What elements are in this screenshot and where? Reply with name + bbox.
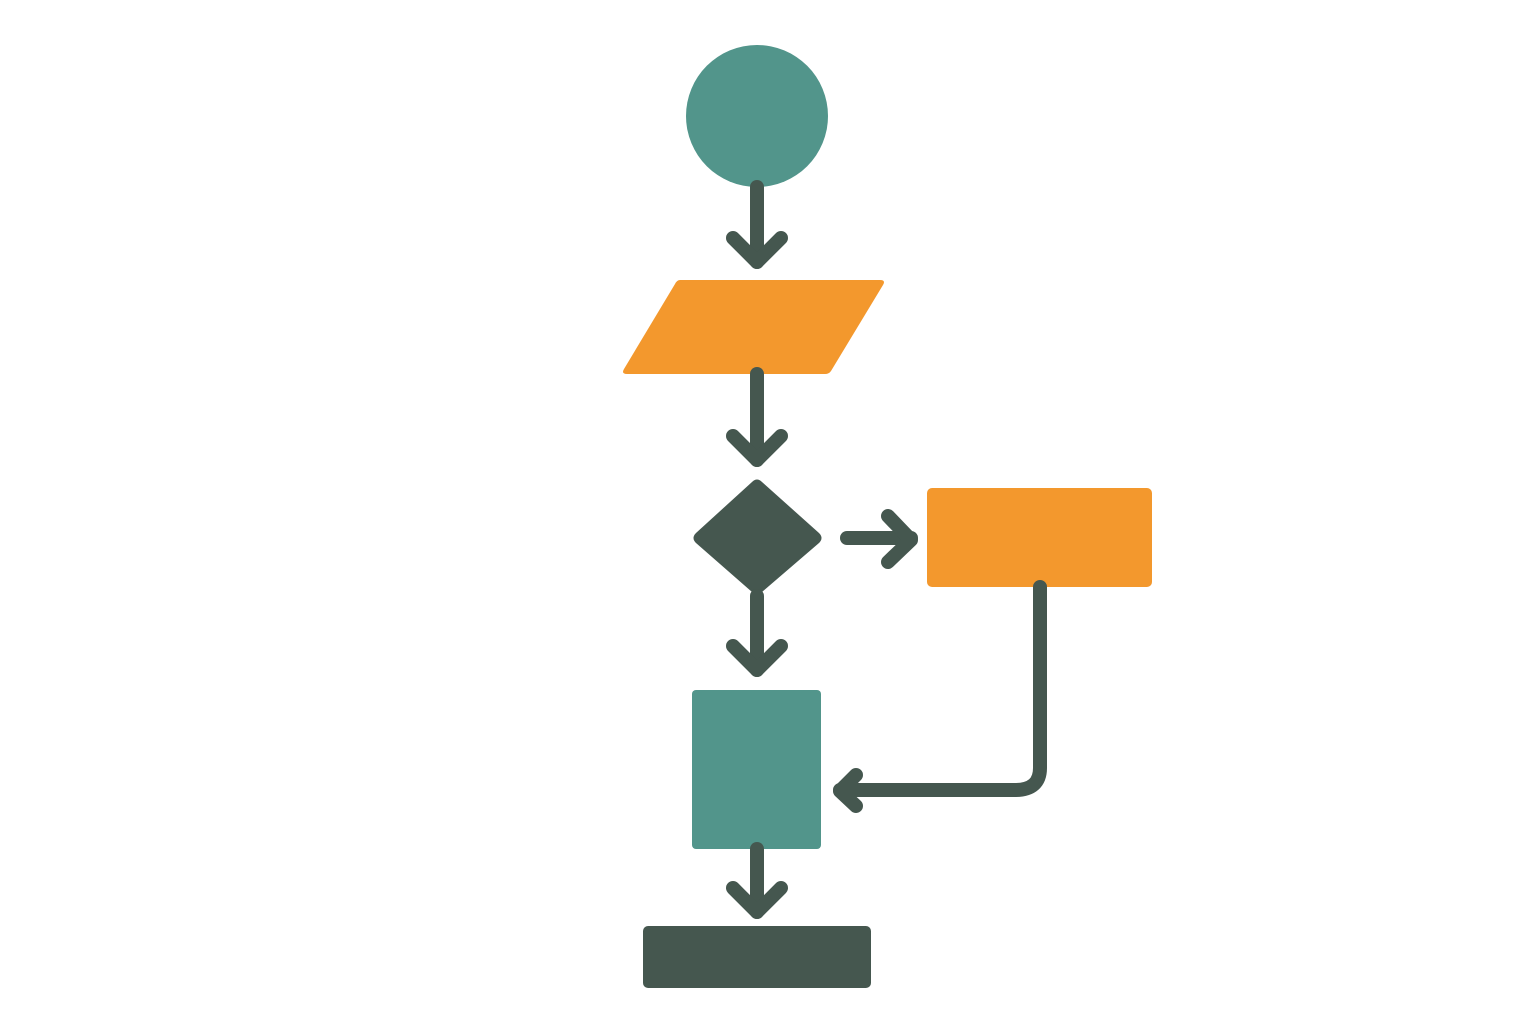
end-node xyxy=(643,926,871,988)
side-process-node xyxy=(927,488,1152,587)
start-node xyxy=(686,45,828,187)
arrowhead-down-icon xyxy=(726,639,788,677)
edge-process-to-end xyxy=(726,842,788,919)
arrowhead-left-icon xyxy=(833,768,863,813)
edge-start-to-input xyxy=(726,180,788,269)
input-node xyxy=(623,280,884,374)
edge-input-to-decision xyxy=(726,367,788,467)
decision-node xyxy=(693,479,822,595)
arrowhead-down-icon xyxy=(726,231,788,269)
process-node xyxy=(692,690,821,849)
edge-decision-to-process xyxy=(726,589,788,677)
arrowhead-right-icon xyxy=(881,509,918,569)
arrowhead-down-icon xyxy=(726,881,788,919)
edge-side-process-to-process xyxy=(833,580,1047,813)
arrowhead-down-icon xyxy=(726,429,788,467)
edge-decision-to-side-process xyxy=(840,509,918,569)
